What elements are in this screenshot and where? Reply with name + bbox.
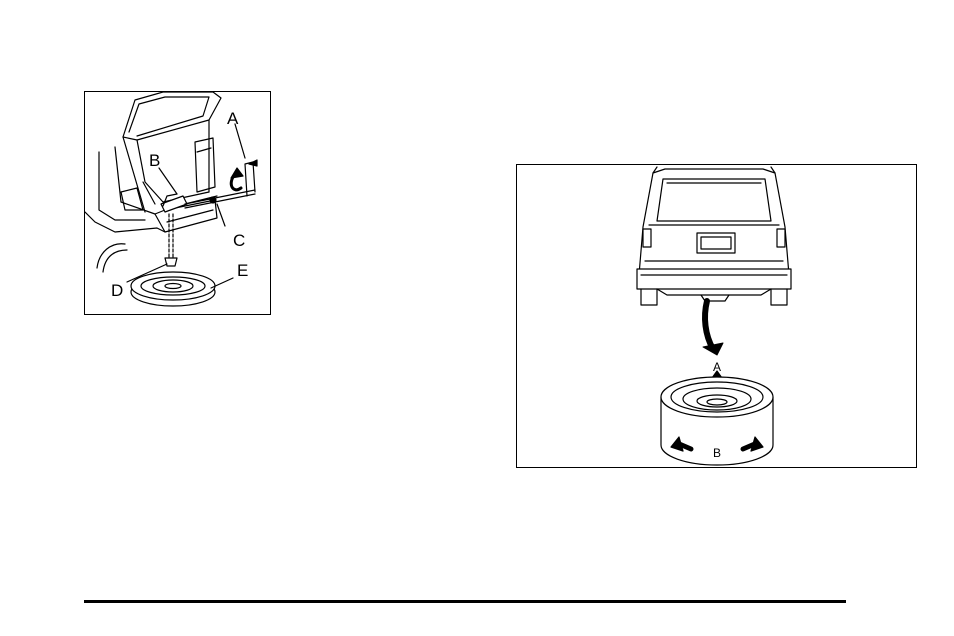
callout-b-label: B [713,446,721,460]
callout-d-label: D [111,281,123,300]
tire-position-drawing: A B [517,165,915,466]
hoist-drawing: A B C D E [85,92,269,313]
spare-tire-position-illustration: A B [516,164,917,468]
callout-a-label: A [713,360,721,374]
spare-tire-hoist-illustration: A B C D E [84,91,271,315]
callout-b-label: B [149,151,160,170]
callout-c-label: C [233,231,245,250]
footer-divider [84,600,846,603]
callout-a-label: A [227,109,239,128]
callout-e-label: E [237,261,248,280]
